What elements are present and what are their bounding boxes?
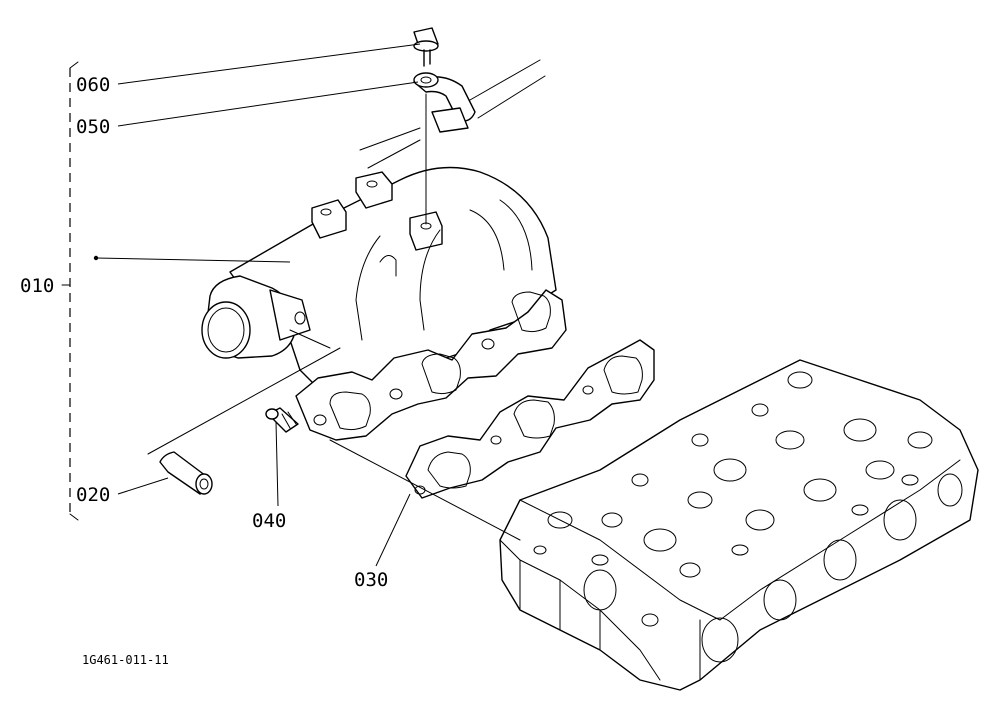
drawing-reference: 1G461-011-11 — [82, 653, 169, 667]
stud-040 — [265, 407, 299, 433]
assembly-bracket — [61, 61, 79, 521]
cylinder-head — [499, 359, 979, 691]
pipe-020 — [159, 451, 213, 495]
leader-lines — [93, 43, 521, 567]
label-010: 010 — [20, 275, 54, 297]
clamp-bracket — [359, 59, 546, 169]
label-030: 030 — [354, 569, 388, 591]
label-050: 050 — [76, 116, 110, 138]
gasket-030 — [405, 339, 655, 499]
washer-050 — [413, 72, 439, 88]
label-060: 060 — [76, 74, 110, 96]
label-020: 020 — [76, 484, 110, 506]
bolt-060 — [413, 27, 439, 67]
exhaust-manifold — [201, 166, 567, 441]
label-040: 040 — [252, 510, 286, 532]
